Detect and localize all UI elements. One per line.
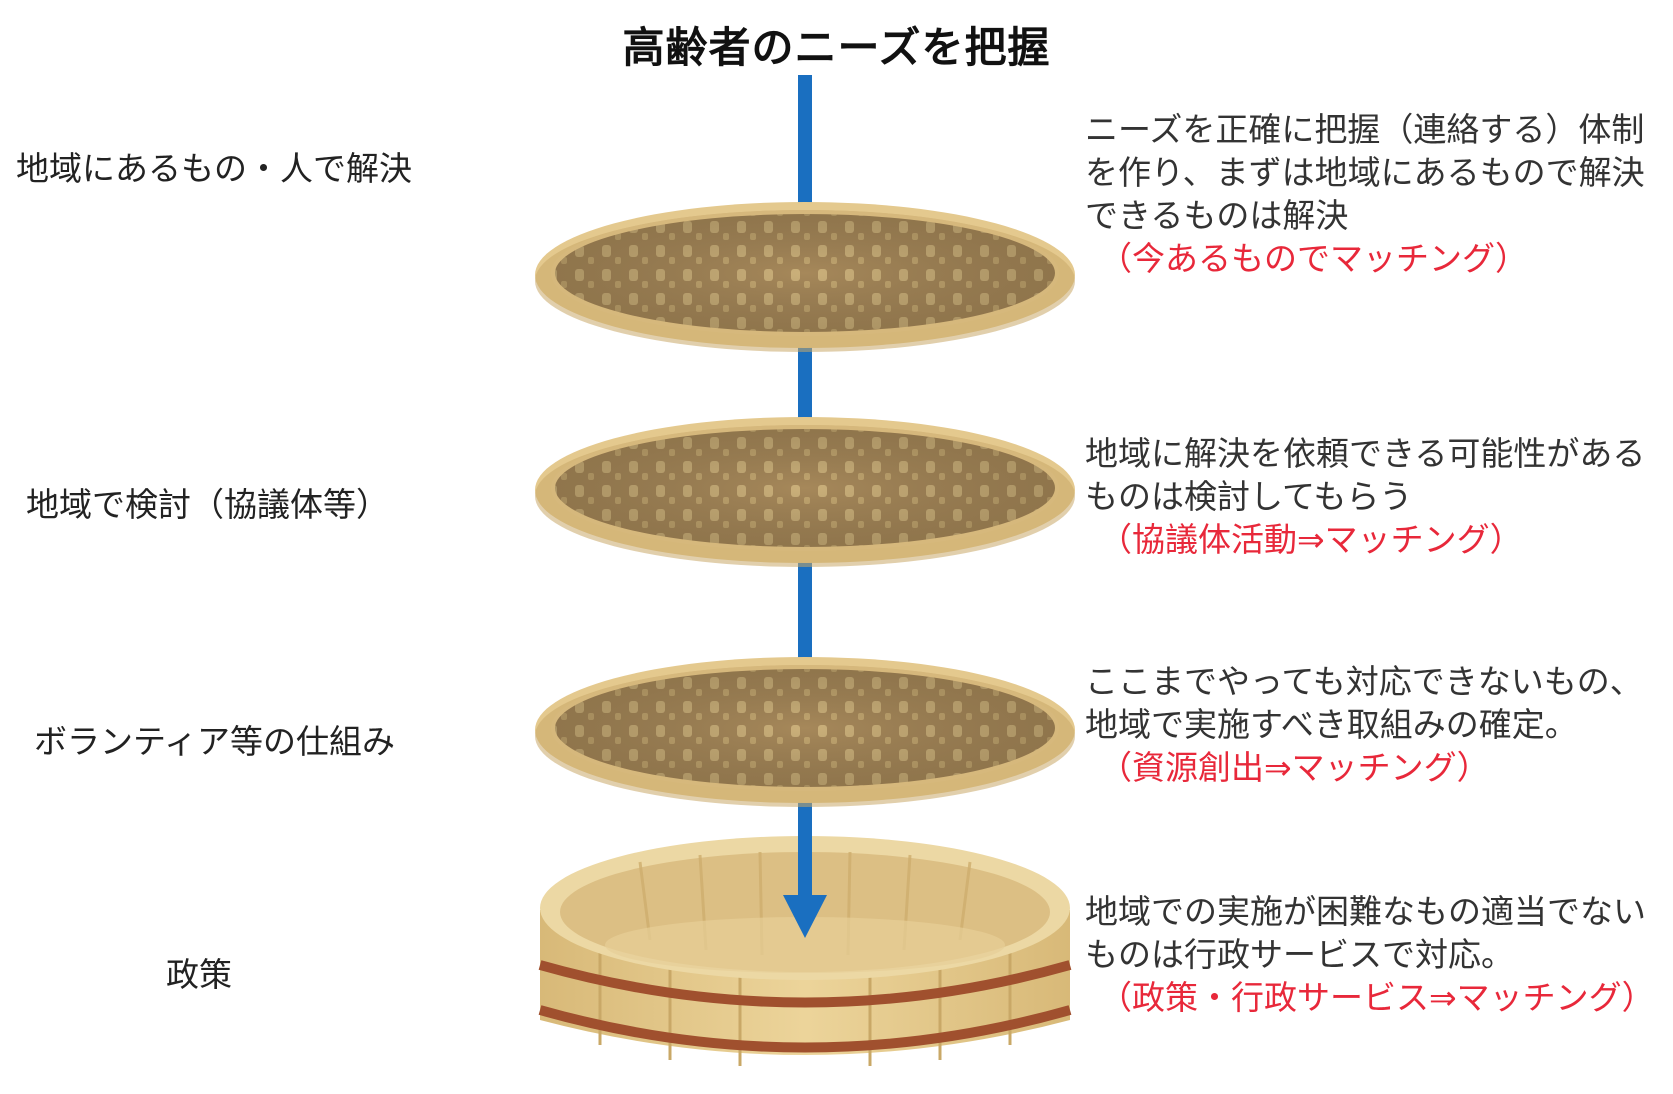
matching-note: （今あるものでマッチング） xyxy=(1099,239,1528,278)
stage-1-description: ニーズを正確に把握（連絡する）体制 を作り、まずは地域にあるもので解決 できるも… xyxy=(1085,108,1670,280)
sieve-icon xyxy=(535,202,1075,352)
description-line: ものは行政サービスで対応。 xyxy=(1085,935,1514,974)
description-line: ものは検討してもらう xyxy=(1085,477,1413,516)
description-line: を作り、まずは地域にあるもので解決 xyxy=(1085,153,1645,192)
description-line: ここまでやっても対応できないもの、 xyxy=(1085,662,1643,701)
tub-icon xyxy=(538,836,1072,1066)
matching-note: （政策・行政サービス⇒マッチング） xyxy=(1099,978,1655,1017)
description-line: 地域での実施が困難なもの適当でない xyxy=(1085,892,1646,931)
stage-4-description: 地域での実施が困難なもの適当でない ものは行政サービスで対応。 （政策・行政サー… xyxy=(1085,890,1670,1019)
description-line: 地域に解決を依頼できる可能性がある xyxy=(1085,434,1646,473)
diagram-title: 高齢者のニーズを把握 xyxy=(622,23,1051,72)
stage-3-description: ここまでやっても対応できないもの、 地域で実施すべき取組みの確定。 （資源創出⇒… xyxy=(1085,660,1670,789)
description-line: 地域で実施すべき取組みの確定。 xyxy=(1085,705,1578,744)
description-line: ニーズを正確に把握（連絡する）体制 xyxy=(1085,110,1645,149)
stage-4-left-label: 政策 xyxy=(166,955,232,994)
matching-note: （協議体活動⇒マッチング） xyxy=(1099,520,1523,559)
stage-1-left-label: 地域にあるもの・人で解決 xyxy=(16,149,412,188)
sieve-icon xyxy=(535,657,1075,807)
flow-arrow-head xyxy=(783,895,827,938)
stage-2-left-label: 地域で検討（協議体等） xyxy=(26,485,389,524)
stage-3-left-label: ボランティア等の仕組み xyxy=(34,722,396,761)
matching-note: （資源創出⇒マッチング） xyxy=(1099,748,1490,787)
sieve-icon xyxy=(535,417,1075,567)
description-line: できるものは解決 xyxy=(1085,196,1349,235)
stage-2-description: 地域に解決を依頼できる可能性がある ものは検討してもらう （協議体活動⇒マッチン… xyxy=(1085,432,1670,561)
